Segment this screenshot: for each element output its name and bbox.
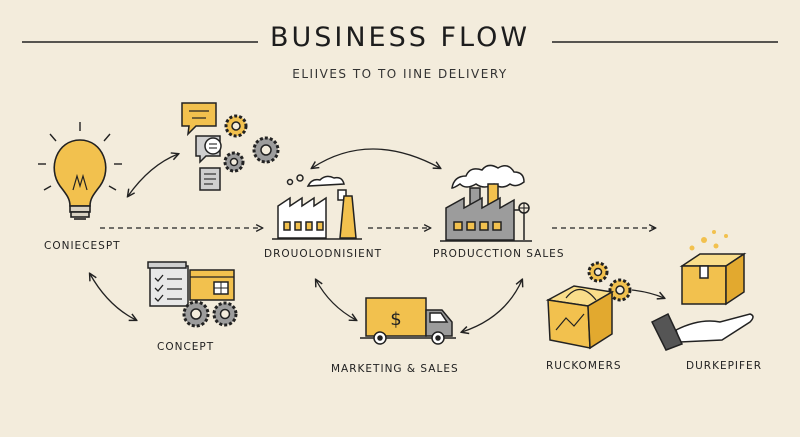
label-production-sales: PRODUCCTION SALES	[433, 248, 565, 260]
checklist-gears-icon	[147, 261, 238, 328]
delivery-truck-icon: $	[360, 297, 456, 345]
factory-smoke-icon	[440, 164, 532, 242]
gears-chat-icon	[181, 102, 280, 191]
box-gears-icon	[545, 261, 632, 350]
page-title: BUSINESS FLOW	[269, 22, 531, 53]
label-customers: RUCKOMERS	[546, 360, 622, 372]
hand-package-icon	[650, 230, 754, 351]
svg-text:$: $	[390, 309, 401, 330]
label-concept-top: CONIECESPT	[44, 240, 121, 252]
lightbulb-icon	[38, 122, 122, 220]
factory-icon	[272, 174, 362, 240]
page-subtitle: ELIIVES TO TO IINE DELIVERY	[292, 67, 508, 81]
connector-arrows	[90, 148, 664, 332]
label-development: DROUOLODNISIENT	[264, 248, 383, 260]
label-delivery: DURKEPIFER	[686, 360, 762, 372]
label-concept-bottom: CONCEPT	[157, 341, 215, 353]
label-marketing-sales: MARKETING & SALES	[331, 363, 459, 375]
